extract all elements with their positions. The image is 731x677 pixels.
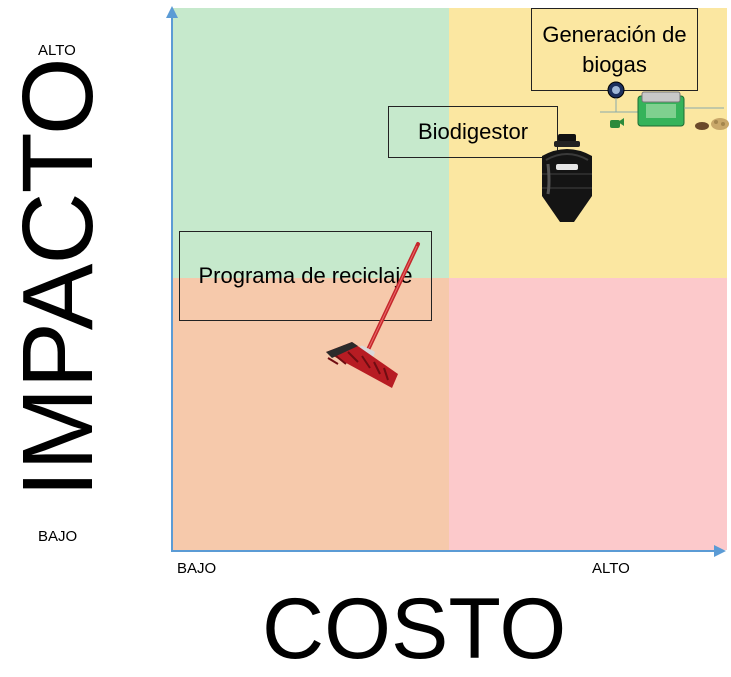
biogas-plant-icon <box>600 81 729 130</box>
item-label-recycling: Programa de reciclaje <box>198 263 413 288</box>
item-box-biodigester: Biodigestor <box>388 106 558 158</box>
quadrant-low-impact-high-cost <box>449 278 727 550</box>
x-axis-title: COSTO <box>262 581 567 677</box>
y-axis-high-label: ALTO <box>38 42 76 59</box>
biodigester-tank-icon <box>542 134 592 222</box>
item-label-biogas: Generación de biogas <box>542 21 687 77</box>
item-label-biodigester: Biodigestor <box>417 119 529 144</box>
quadrant-high-impact-low-cost <box>172 8 449 278</box>
y-axis-low-label: BAJO <box>38 528 78 545</box>
quadrant-low-impact-low-cost <box>172 278 449 550</box>
x-axis-high-label: ALTO <box>592 560 630 577</box>
y-axis-title: IMPACTO <box>2 58 114 498</box>
quadrant-high-impact-high-cost <box>449 8 727 278</box>
x-axis-low-label: BAJO <box>177 560 217 577</box>
broom-icon <box>326 242 420 388</box>
item-box-recycling: Programa de reciclaje <box>179 231 432 321</box>
